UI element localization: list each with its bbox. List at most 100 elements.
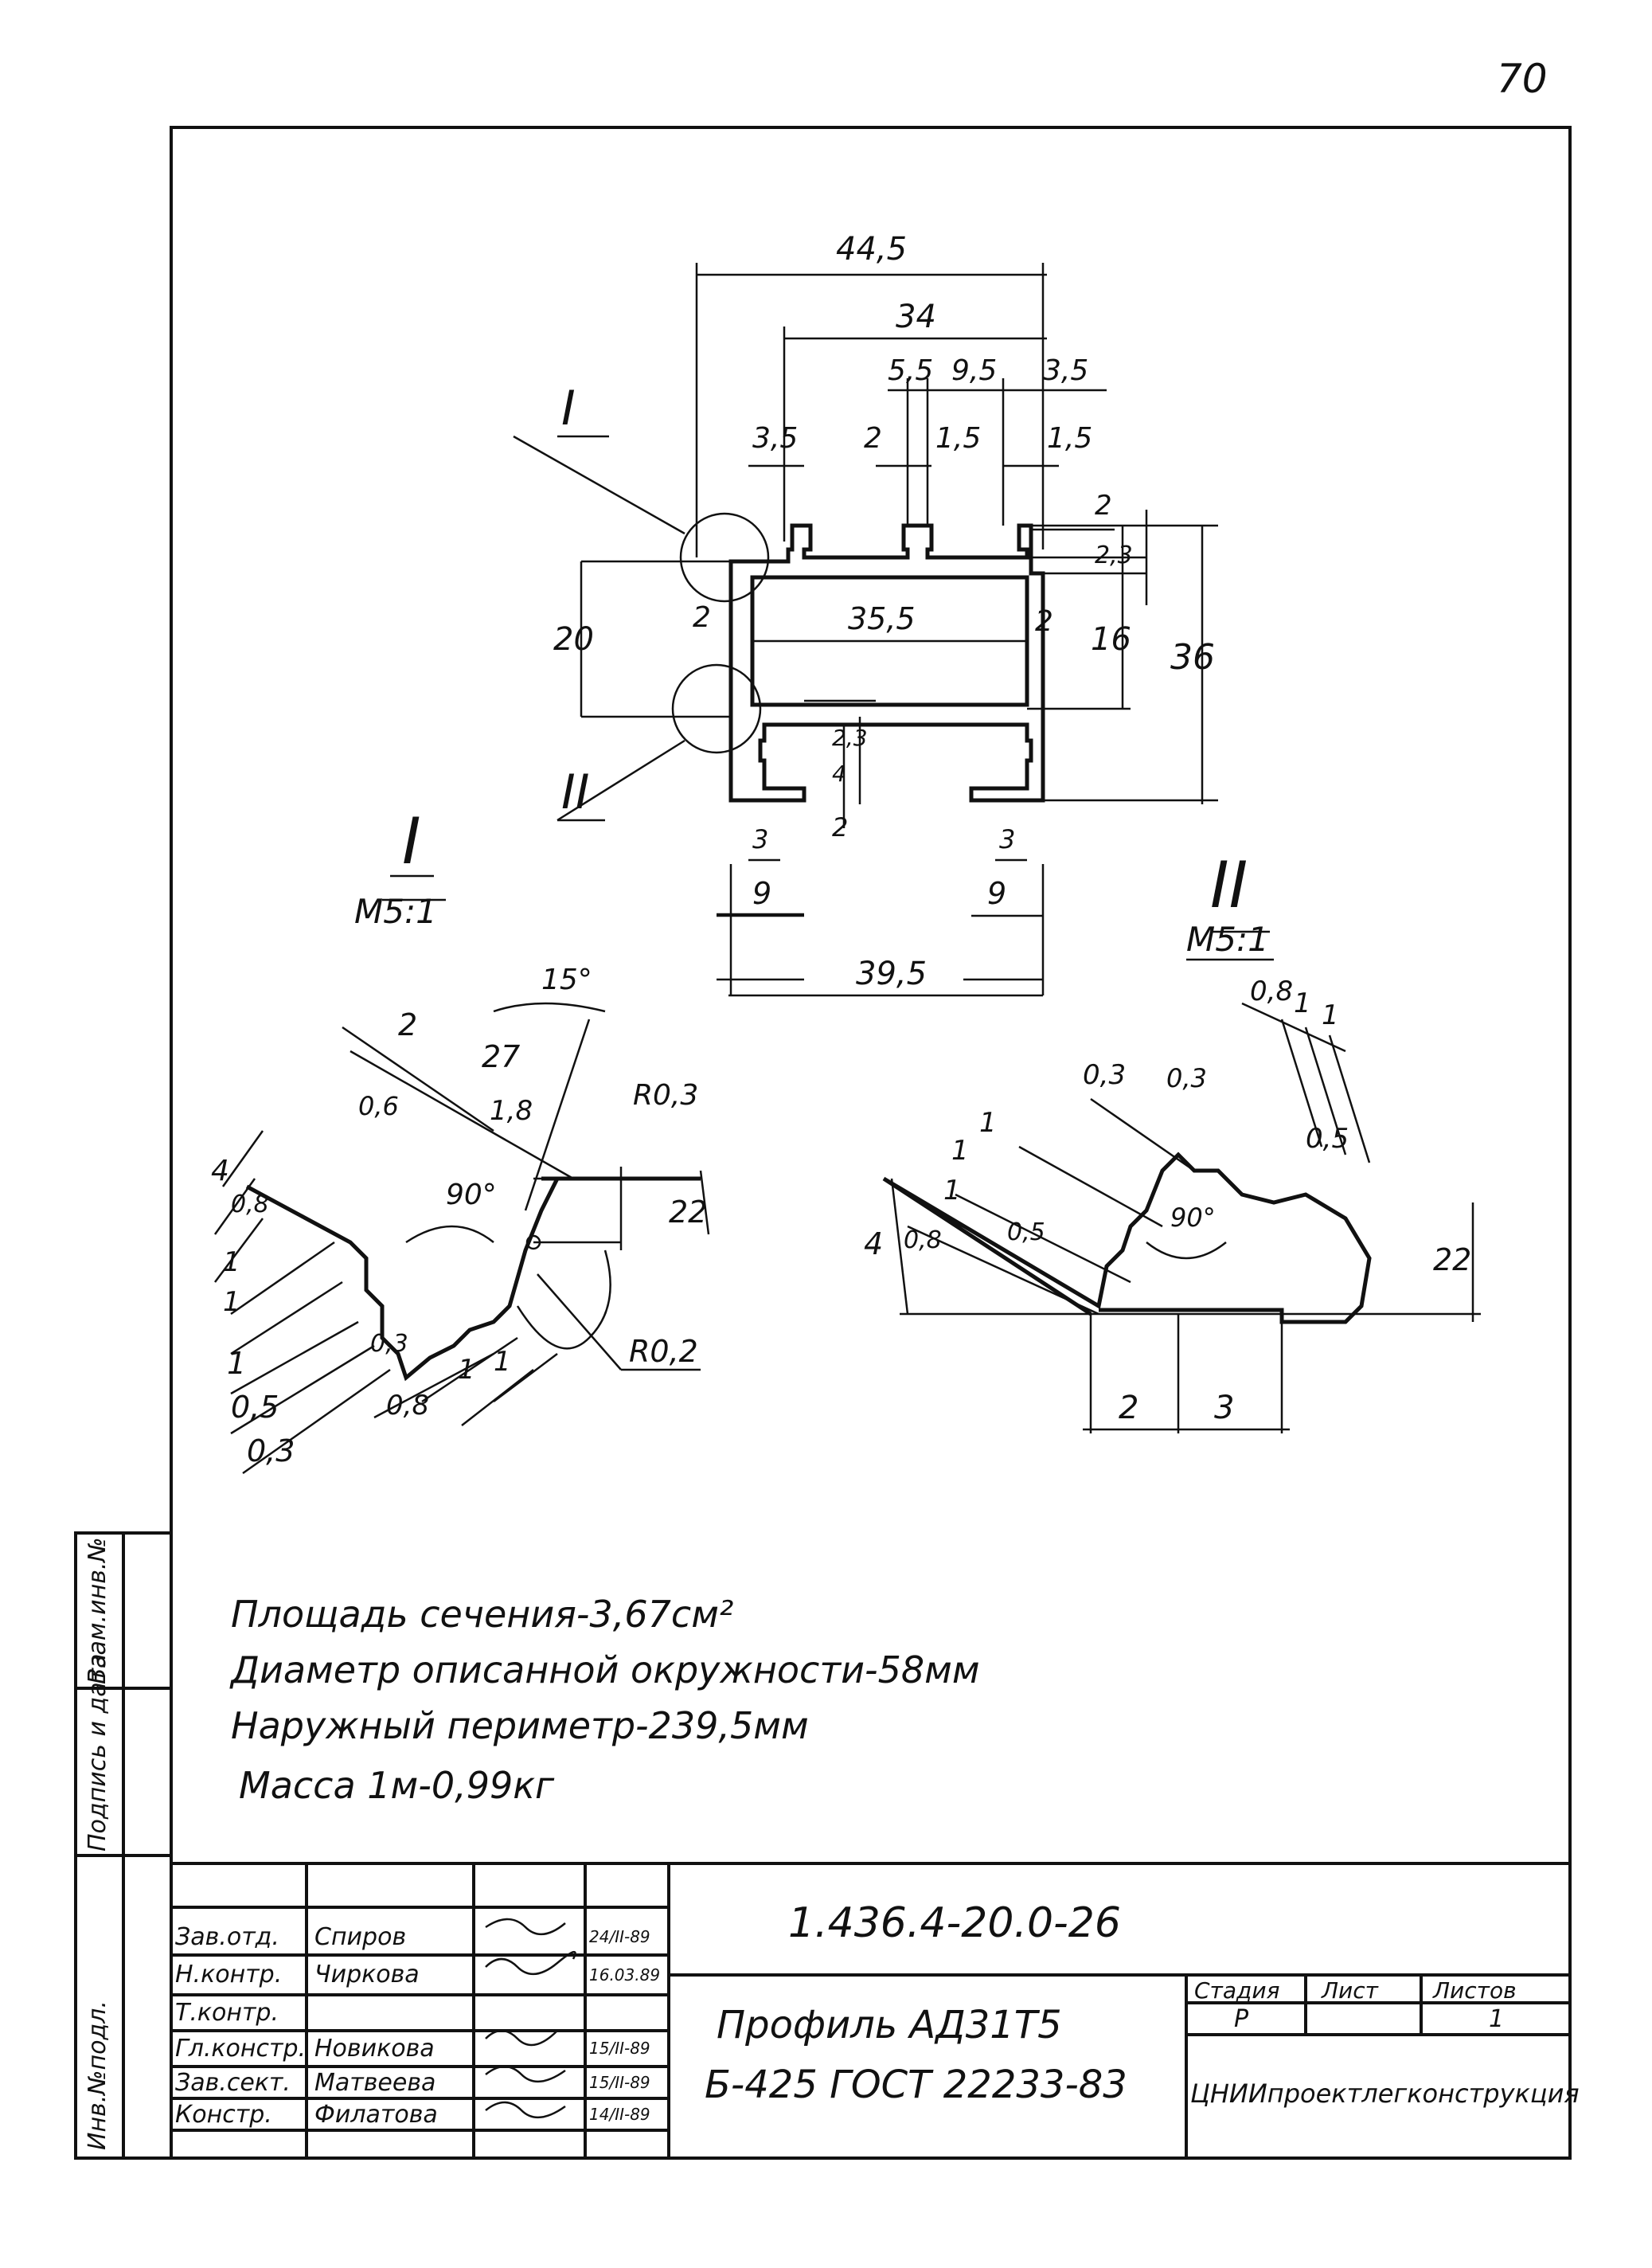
dim-label: 0,8 [1250, 976, 1294, 1007]
dim-label: 1 [494, 1346, 511, 1378]
dim-label: 16 [1091, 621, 1131, 658]
staff-name: Новикова [314, 2035, 435, 2063]
dim-label: 3 [1214, 1390, 1235, 1426]
staff-name: Филатова [314, 2101, 438, 2129]
dim-label: 2,3 [832, 725, 868, 751]
signatures [485, 1918, 576, 2119]
detail-1-scale: М5:1 [354, 892, 437, 931]
staff-date: 16.03.89 [589, 1965, 661, 1984]
detail-2-dims [890, 1002, 1481, 1433]
detail-1-dims [213, 1002, 710, 1475]
dim-label: R0,3 [633, 1079, 699, 1112]
callout-1-label: I [561, 381, 576, 436]
dim-label: 2,3 [1095, 542, 1133, 569]
staff-date: 14/II-89 [589, 2105, 650, 2124]
dim-label: 22 [669, 1195, 708, 1230]
dim-label: 2 [832, 812, 849, 843]
title-line-1: Профиль АД31Т5 [717, 2003, 1062, 2047]
dim-label: 1 [223, 1286, 240, 1318]
detail-1-title: I [402, 804, 421, 878]
dim-label: 3 [752, 824, 769, 854]
dim-label: 34 [896, 299, 936, 335]
dim-label: 1 [1322, 999, 1339, 1031]
stage-value: Р [1234, 2005, 1249, 2033]
sheet-header: Лист [1322, 1977, 1378, 2004]
dim-label: 2 [693, 601, 711, 634]
dim-label: 0,8 [904, 1226, 942, 1254]
dim-label: 2 [1119, 1390, 1139, 1426]
dim-label: 0,8 [386, 1390, 430, 1421]
staff-date: 15/II-89 [589, 2039, 650, 2058]
dim-label: 39,5 [856, 956, 928, 992]
dim-label: 22 [1433, 1242, 1472, 1277]
dim-label: 27 [482, 1039, 521, 1074]
dim-label: 9 [987, 876, 1007, 911]
dim-label: 0,5 [231, 1390, 279, 1425]
sheets-header: Листов [1433, 1977, 1517, 2004]
dim-label: 20 [553, 621, 594, 658]
staff-date: 24/II-89 [589, 1927, 650, 1946]
dim-label: 0,3 [1166, 1063, 1207, 1093]
dim-label: 3 [999, 824, 1016, 854]
dim-label: 0,3 [370, 1330, 408, 1358]
dim-label: 90° [1170, 1202, 1216, 1233]
dim-label: 0,5 [1007, 1218, 1045, 1246]
dim-label: 2 [864, 422, 882, 455]
dim-label: 0,6 [358, 1091, 399, 1121]
side-label-replace-inv: Взам.инв.№ [84, 1537, 111, 1684]
dim-label: 1,5 [1047, 422, 1093, 455]
staff-role: Н.контр. [175, 1961, 283, 1988]
detail-2-title: II [1210, 848, 1248, 922]
note-area: Площадь сечения-3,67см² [231, 1593, 734, 1636]
dim-label: 15° [541, 964, 592, 996]
stage-header: Стадия [1194, 1977, 1280, 2004]
dim-label: 3,5 [1043, 354, 1089, 387]
title-line-2: Б-425 ГОСТ 22233-83 [705, 2063, 1127, 2107]
dim-label: 3,5 [752, 422, 799, 455]
staff-name: Чиркова [314, 1961, 420, 1988]
dim-label: 4 [832, 761, 846, 787]
dim-label: R0,2 [629, 1334, 698, 1369]
dim-label: 0,3 [247, 1433, 295, 1468]
dim-label: 1 [979, 1107, 997, 1139]
doc-code: 1.436.4-20.0-26 [788, 1899, 1121, 1947]
dim-label: 1 [458, 1354, 475, 1386]
staff-role: Зав.отд. [175, 1923, 279, 1951]
page-number: 70 [1497, 56, 1548, 102]
dim-label: 4 [211, 1155, 229, 1187]
dim-label: 1 [223, 1246, 240, 1278]
detail-2-geometry [882, 1152, 1372, 1324]
side-label-inv-no: Инв.№подл. [84, 2000, 111, 2150]
dim-label: 1 [951, 1135, 969, 1167]
dim-label: 44,5 [836, 231, 908, 268]
dim-label: 2 [398, 1007, 418, 1042]
staff-role: Зав.сект. [175, 2069, 291, 2097]
profile-section [728, 523, 1045, 803]
org-name: ЦНИИпроектлегконструкция [1190, 2078, 1580, 2109]
dim-label: 1,8 [490, 1095, 533, 1127]
dim-label: 2 [1095, 490, 1112, 522]
detail-2-scale: М5:1 [1186, 920, 1269, 959]
callout-2-label: II [561, 764, 590, 820]
dim-label: 1,5 [935, 422, 982, 455]
dim-label: 90° [446, 1179, 497, 1211]
dim-label: 5,5 [888, 354, 934, 387]
staff-name: Матвеева [314, 2069, 436, 2097]
dim-label: 0,5 [1306, 1123, 1349, 1155]
dim-label: 9,5 [951, 354, 998, 387]
dim-label: 36 [1170, 637, 1215, 678]
dim-label: 35,5 [848, 601, 916, 636]
staff-date: 15/II-89 [589, 2073, 650, 2092]
note-perimeter: Наружный периметр-239,5мм [231, 1704, 809, 1747]
dim-label: 1 [227, 1346, 247, 1381]
dim-label: 1 [943, 1175, 961, 1206]
sheets-value: 1 [1489, 2005, 1505, 2033]
dim-label: 0,8 [231, 1191, 269, 1218]
note-diameter: Диаметр описанной окружности-58мм [231, 1648, 980, 1691]
staff-name: Спиров [314, 1923, 407, 1951]
dim-label: 2 [1035, 605, 1053, 638]
note-mass: Масса 1м-0,99кг [239, 1764, 555, 1807]
dim-label: 9 [752, 876, 772, 911]
staff-role: Констр. [175, 2101, 272, 2129]
